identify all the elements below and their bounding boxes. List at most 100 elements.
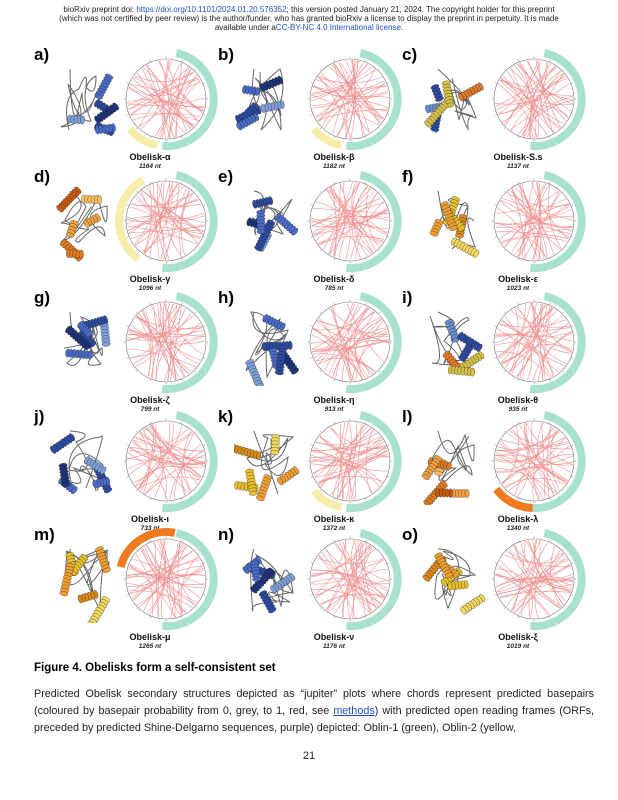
basepair-chord	[327, 560, 385, 611]
basepair-chord	[317, 76, 383, 84]
basepair-chord	[498, 307, 554, 360]
preprint-header: bioRxiv preprint doi: https://doi.org/10…	[20, 5, 598, 33]
basepair-chord	[321, 445, 386, 488]
jupiter-plot	[491, 49, 586, 151]
basepair-chord	[132, 113, 201, 121]
jupiter-plot	[123, 411, 218, 513]
basepair-chord	[508, 445, 571, 491]
basepair-chord	[128, 545, 187, 575]
basepair-chord	[350, 540, 381, 604]
basepair-chord	[132, 574, 205, 601]
basepair-chord	[351, 186, 369, 259]
header-text: ; this version posted January 21, 2024. …	[286, 5, 555, 14]
basepair-chord	[313, 84, 389, 100]
basepair-chord	[328, 541, 362, 613]
basepair-chord	[538, 330, 572, 381]
basepair-chord	[506, 432, 558, 493]
obelisk-name: Obelisk-μ	[129, 632, 171, 642]
basepair-chord	[510, 550, 561, 611]
methods-link[interactable]: methods	[333, 704, 375, 717]
basepair-chord	[166, 59, 203, 113]
basepair-chord	[335, 542, 373, 612]
basepair-chord	[520, 62, 535, 138]
basepair-chord	[127, 457, 206, 470]
basepair-chord	[138, 67, 190, 128]
obelisk-length: 1182 nt	[323, 163, 345, 170]
basepair-chord	[537, 182, 542, 260]
obelisk-name: Obelisk-κ	[313, 514, 355, 524]
basepair-chord	[365, 187, 379, 248]
basepair-chord	[522, 333, 573, 380]
basepair-chord	[529, 76, 566, 138]
basepair-chord	[333, 63, 385, 119]
basepair-chord	[138, 545, 160, 608]
basepair-chord	[145, 454, 205, 495]
basepair-chord	[136, 316, 203, 330]
basepair-chord	[329, 187, 388, 217]
basepair-chord	[520, 542, 574, 582]
protein-structure-icon	[56, 186, 108, 262]
basepair-chord	[176, 63, 183, 137]
basepair-chord	[495, 452, 574, 466]
basepair-chord	[165, 60, 194, 128]
basepair-chord	[530, 63, 552, 139]
basepair-chord	[534, 554, 565, 618]
sequence-circle	[125, 58, 207, 140]
basepair-chord	[337, 422, 358, 499]
header-text: .	[400, 23, 404, 33]
basepair-chord	[312, 589, 378, 608]
basepair-chord	[534, 540, 572, 592]
basepair-chord	[157, 303, 201, 361]
basepair-chord	[318, 554, 389, 585]
basepair-chord	[329, 188, 372, 255]
basepair-chord	[330, 308, 374, 374]
panel-letter: l)	[402, 407, 413, 426]
basepair-chord	[512, 546, 567, 602]
basepair-chord	[495, 334, 574, 342]
basepair-chord	[328, 181, 353, 254]
basepair-chord	[344, 540, 370, 614]
oblin1-orf-arc	[345, 411, 402, 513]
oblin1-orf-arc	[529, 171, 586, 273]
panel-letter: n)	[218, 525, 235, 544]
basepair-chord	[328, 65, 384, 120]
doi-link[interactable]: https://doi.org/10.1101/2024.01.20.57635…	[136, 5, 287, 14]
basepair-chord	[495, 83, 570, 105]
header-text: available under a	[214, 23, 276, 33]
basepair-chord	[161, 550, 194, 618]
basepair-chord	[167, 543, 184, 618]
basepair-chord	[136, 195, 205, 220]
basepair-chord	[521, 62, 549, 137]
figure-caption-title: Figure 4. Obelisks form a self-consisten…	[34, 662, 276, 674]
basepair-chord	[142, 67, 199, 122]
header-line-2: (which was not certified by peer review)…	[59, 14, 559, 24]
basepair-chord	[314, 540, 347, 596]
basepair-chord	[497, 207, 539, 260]
basepair-chord	[364, 543, 377, 609]
basepair-chord	[532, 332, 572, 382]
basepair-chord	[523, 191, 560, 259]
basepair-chord	[130, 78, 200, 116]
basepair-chord	[496, 94, 573, 111]
license-link[interactable]: CC-BY-NC 4.0 International license	[275, 23, 401, 33]
basepair-chord	[354, 200, 384, 260]
oblin1-orf-arc	[529, 529, 586, 631]
oblin1-orf-arc	[529, 411, 586, 513]
basepair-chord	[128, 225, 205, 234]
basepair-chord	[511, 540, 541, 612]
panel-letter: o)	[402, 525, 419, 544]
basepair-chord	[512, 188, 573, 228]
basepair-chord	[127, 348, 197, 368]
basepair-chord	[127, 216, 204, 232]
basepair-chord	[311, 545, 370, 577]
basepair-chord	[129, 550, 194, 594]
basepair-chord	[312, 311, 375, 331]
basepair-chord	[510, 95, 574, 131]
basepair-chord	[325, 548, 378, 608]
obelisk-name: Obelisk-γ	[129, 274, 171, 284]
basepair-chord	[514, 540, 541, 614]
basepair-chord	[550, 545, 562, 608]
basepair-chord	[495, 333, 572, 353]
basepair-chord	[312, 451, 351, 501]
basepair-chord	[138, 424, 154, 490]
